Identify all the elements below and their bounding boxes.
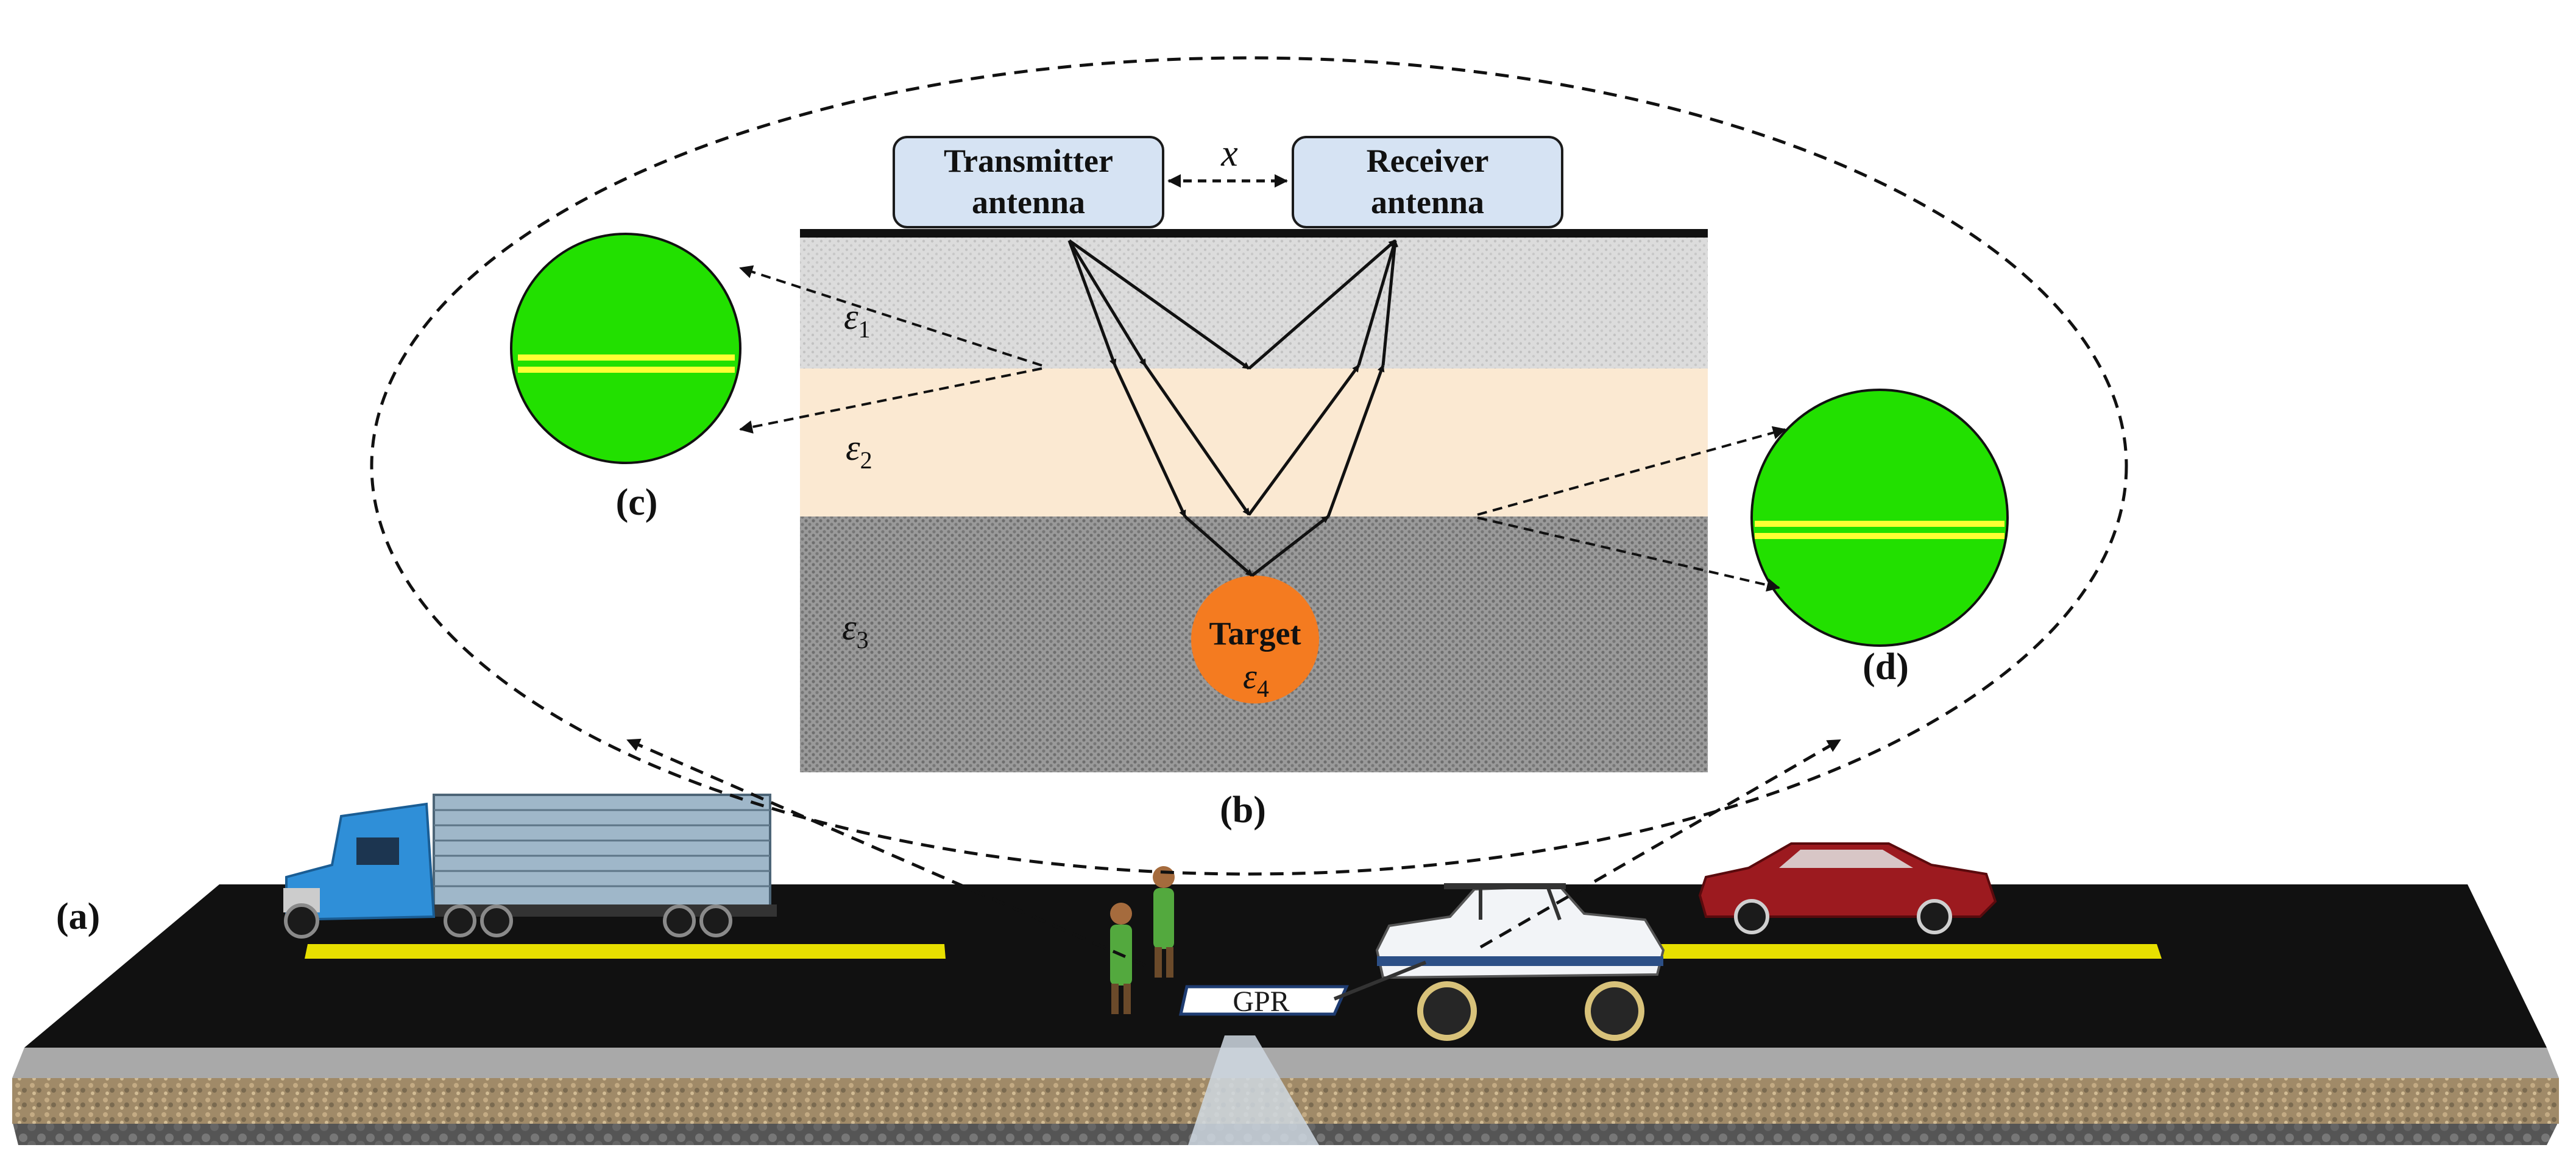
callout-d-bottom (1477, 517, 1780, 592)
receiver-antenna: Receiver antenna (1292, 136, 1563, 228)
subsurface-panel: ε1 ε2 ε3 Target ε4 (800, 133, 1708, 831)
road-curb (12, 1048, 2559, 1078)
layer-1-permittivity: ε1 (844, 297, 871, 343)
callout-d-top (1477, 426, 1786, 516)
ground-surface-line (800, 229, 1708, 238)
receiver-label-line2: antenna (1371, 184, 1484, 220)
layer-2-permittivity: ε2 (846, 428, 872, 474)
panel-label-a: (a) (56, 896, 100, 937)
callout-c-bottom (739, 367, 1042, 434)
target-circle (1191, 576, 1319, 703)
gpr-device: GPR (1178, 961, 1427, 1018)
truck (283, 794, 777, 939)
callout-left (626, 738, 1146, 967)
target-permittivity: ε4 (1243, 657, 1269, 702)
panel-label-c: (c) (616, 482, 658, 523)
interface-circle-d (1750, 389, 2009, 647)
panel-label-b: (b) (1220, 789, 1266, 831)
gpr-label: GPR (1233, 985, 1289, 1018)
target: Target ε4 (1191, 576, 1319, 703)
interface-zoom-c: (c) (510, 233, 1042, 523)
offset-label: x (1220, 133, 1238, 174)
layer-3-permittivity: ε3 (842, 607, 869, 654)
interface-zoom-d: (d) (1477, 389, 2009, 688)
lane-marking-right (1657, 944, 2162, 959)
layer-1 (800, 233, 1708, 368)
transmitter-antenna: Transmitter antenna (893, 136, 1164, 228)
car (1698, 842, 1997, 934)
layer-2 (800, 368, 1708, 517)
receiver-label-line1: Receiver (1367, 143, 1489, 179)
transmitter-label-line1: Transmitter (944, 143, 1113, 179)
callout-c-top (739, 265, 1042, 367)
transmitter-label-line2: antenna (972, 184, 1085, 220)
road-surface (24, 884, 2547, 1048)
interface-circle-c (510, 233, 741, 464)
zoom-ellipse (370, 56, 2128, 876)
callout-right (1479, 738, 1841, 949)
panel-label-d: (d) (1863, 646, 1909, 688)
ray-paths (1067, 239, 1399, 577)
target-label: Target (1209, 615, 1301, 652)
survey-vehicle (1375, 883, 1665, 1041)
lane-marking-left (305, 944, 946, 959)
gpr-scan-cone (1188, 1035, 1319, 1145)
road-scene: GPR (a) (12, 794, 2559, 1145)
